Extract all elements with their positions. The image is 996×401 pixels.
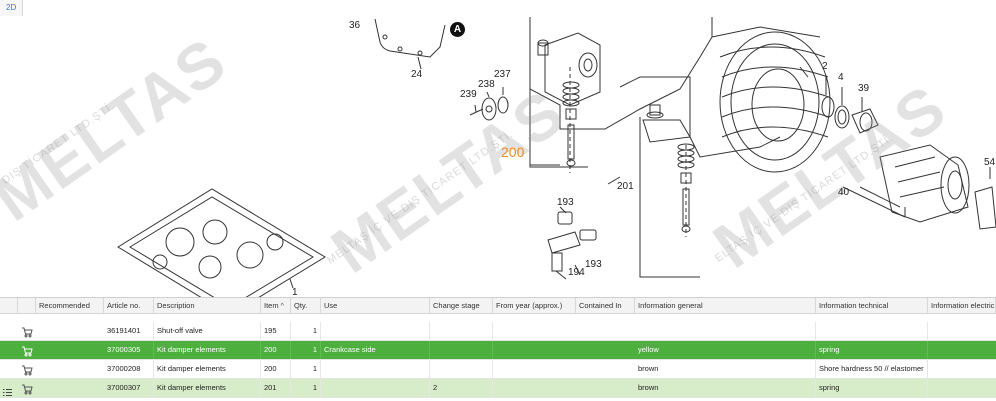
col-header-description[interactable]: Description xyxy=(154,298,261,313)
callout-24[interactable]: 24 xyxy=(411,69,423,80)
callout-54[interactable]: 54 xyxy=(984,157,996,168)
cell-item: 201 xyxy=(261,379,291,397)
callout-39[interactable]: 39 xyxy=(858,83,870,94)
col-header-info-technical[interactable]: Information technical xyxy=(816,298,928,313)
table-row-highlighted[interactable]: 37000307 Kit damper elements 201 1 2 bro… xyxy=(0,379,996,398)
list-icon[interactable] xyxy=(3,384,12,396)
cell-info-technical: spring xyxy=(816,379,928,397)
cell-description: Kit damper elements xyxy=(154,360,261,378)
cell-item: 195 xyxy=(261,322,291,340)
callout-4[interactable]: 4 xyxy=(838,72,844,83)
cell-article-no: 37000307 xyxy=(104,379,154,397)
cell-use xyxy=(321,379,430,397)
callout-36[interactable]: 36 xyxy=(349,20,361,31)
cell-change-stage xyxy=(430,322,493,340)
cell-info-technical xyxy=(816,322,928,340)
cart-icon[interactable] xyxy=(21,325,33,338)
table-row-selected[interactable]: 37000305 Kit damper elements 200 1 Crank… xyxy=(0,341,996,360)
view-marker-badge[interactable]: A xyxy=(450,22,465,37)
col-header-recommended[interactable]: Recommended xyxy=(36,298,104,313)
cell-article-no: 37000305 xyxy=(104,341,154,359)
cell-description: Shut-off valve xyxy=(154,322,261,340)
cell-item: 200 xyxy=(261,360,291,378)
col-header-from-year[interactable]: From year (approx.) xyxy=(493,298,576,313)
callout-194[interactable]: 194 xyxy=(568,267,585,278)
tab-2d[interactable]: 2D xyxy=(0,0,24,16)
col-header-contained-in[interactable]: Contained In xyxy=(576,298,635,313)
cart-icon[interactable] xyxy=(21,363,33,376)
col-header-cart[interactable] xyxy=(18,298,36,313)
col-header-select[interactable] xyxy=(0,298,18,313)
callout-1[interactable]: 1 xyxy=(292,287,298,297)
callout-238[interactable]: 238 xyxy=(478,79,495,90)
callout-239[interactable]: 239 xyxy=(460,89,477,100)
callout-201[interactable]: 201 xyxy=(617,181,634,192)
col-header-qty[interactable]: Qty. xyxy=(291,298,321,313)
callout-200[interactable]: 200 xyxy=(501,144,525,160)
cell-info-technical: spring xyxy=(816,341,928,359)
cell-change-stage xyxy=(430,360,493,378)
col-header-item[interactable]: Item^ xyxy=(261,298,291,313)
cell-change-stage: 2 xyxy=(430,379,493,397)
cell-use: Crankcase side xyxy=(321,341,430,359)
callout-40[interactable]: 40 xyxy=(838,187,850,198)
col-header-item-label: Item xyxy=(264,301,279,310)
cell-info-general: brown xyxy=(635,360,816,378)
col-header-change-stage[interactable]: Change stage xyxy=(430,298,493,313)
parts-table: Recommended Article no. Description Item… xyxy=(0,297,996,401)
callout-2[interactable]: 2 xyxy=(822,61,828,72)
cell-article-no: 36191401 xyxy=(104,322,154,340)
cell-qty: 1 xyxy=(291,322,321,340)
cell-item: 200 xyxy=(261,341,291,359)
callout-237[interactable]: 237 xyxy=(494,69,511,80)
table-row[interactable]: 37000208 Kit damper elements 200 1 brown… xyxy=(0,360,996,379)
cart-icon[interactable] xyxy=(21,382,33,395)
cell-info-technical: Shore hardness 50 // elastomer xyxy=(816,360,928,378)
exploded-drawing[interactable]: MELTAS DIŞ TİCARET LTD.ŞTİ. MELTAS MELTA… xyxy=(0,17,996,297)
cell-qty: 1 xyxy=(291,379,321,397)
col-header-use[interactable]: Use xyxy=(321,298,430,313)
cell-info-general xyxy=(635,322,816,340)
drawing-linework xyxy=(117,17,996,297)
callout-193[interactable]: 193 xyxy=(557,197,574,208)
col-header-info-general[interactable]: Information general xyxy=(635,298,816,313)
cell-use xyxy=(321,360,430,378)
cell-qty: 1 xyxy=(291,360,321,378)
cart-icon[interactable] xyxy=(21,344,33,357)
sort-ascending-icon: ^ xyxy=(280,303,284,310)
cell-info-general: yellow xyxy=(635,341,816,359)
cell-info-general: brown xyxy=(635,379,816,397)
col-header-article-no[interactable]: Article no. xyxy=(104,298,154,313)
cell-article-no: 37000208 xyxy=(104,360,154,378)
table-row[interactable]: 36191401 Shut-off valve 195 1 xyxy=(0,322,996,341)
cell-description: Kit damper elements xyxy=(154,341,261,359)
table-header: Recommended Article no. Description Item… xyxy=(0,298,996,314)
cell-use xyxy=(321,322,430,340)
callout-193-b[interactable]: 193 xyxy=(585,259,602,270)
cell-description: Kit damper elements xyxy=(154,379,261,397)
col-header-info-electric[interactable]: Information electric xyxy=(928,298,996,313)
cell-qty: 1 xyxy=(291,341,321,359)
tab-bar: 2D xyxy=(0,0,996,18)
cell-change-stage xyxy=(430,341,493,359)
